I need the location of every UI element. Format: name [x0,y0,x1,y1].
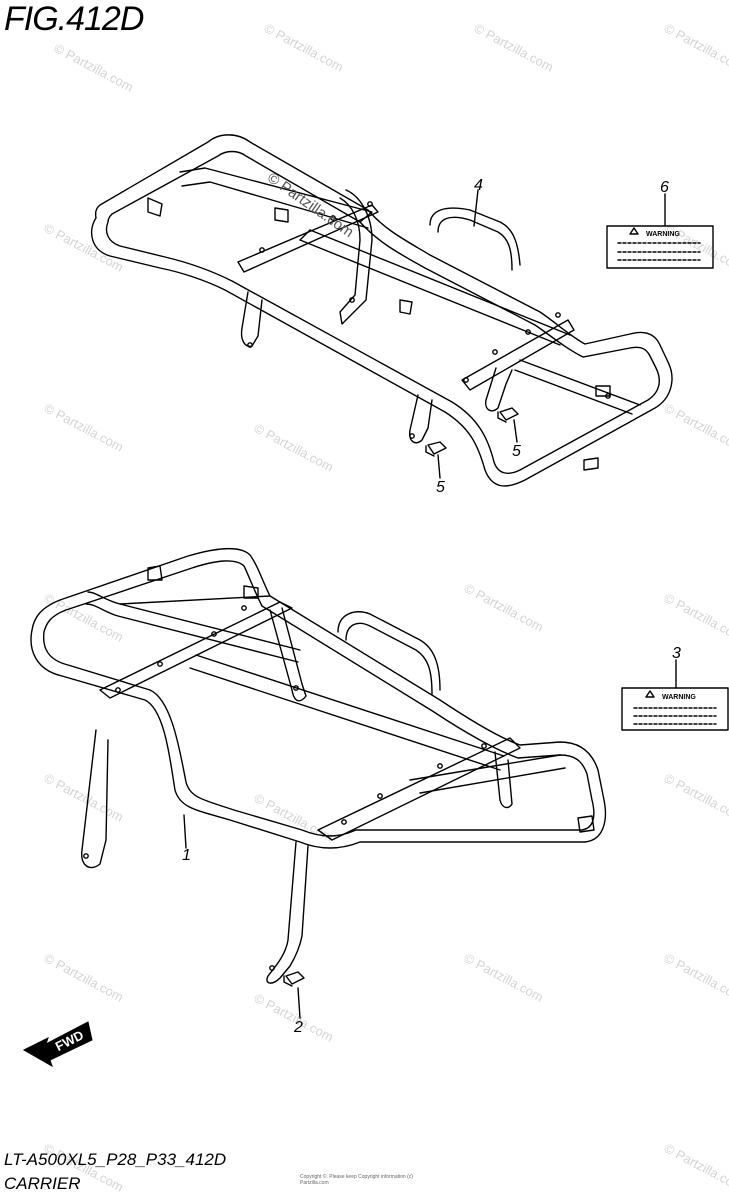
callout-3: 3 [672,645,681,662]
fig-title: FIG.412D [4,0,144,38]
figure-name: CARRIER [4,1174,81,1193]
warning-label-text: WARNING [662,694,696,701]
fwd-arrow-icon: FWD [22,1021,93,1068]
callout-1: 1 [182,847,191,864]
callout-4: 4 [474,177,483,194]
callout-5: 5 [436,479,445,496]
copyright-note: Copyright ©. Please keep Copyright infor… [300,1174,413,1186]
bolt-part-2 [283,971,305,987]
figure-code: LT-A500XL5_P28_P33_412D [4,1150,227,1169]
callout-6: 6 [660,179,669,196]
warning-label-text: WARNING [646,231,680,238]
bolt-part-5 [425,441,447,457]
callout-5: 5 [512,443,521,460]
upper-carrier [90,134,673,487]
lower-carrier [30,547,607,984]
bolt-part-5 [497,407,519,423]
callout-2: 2 [293,1019,303,1036]
